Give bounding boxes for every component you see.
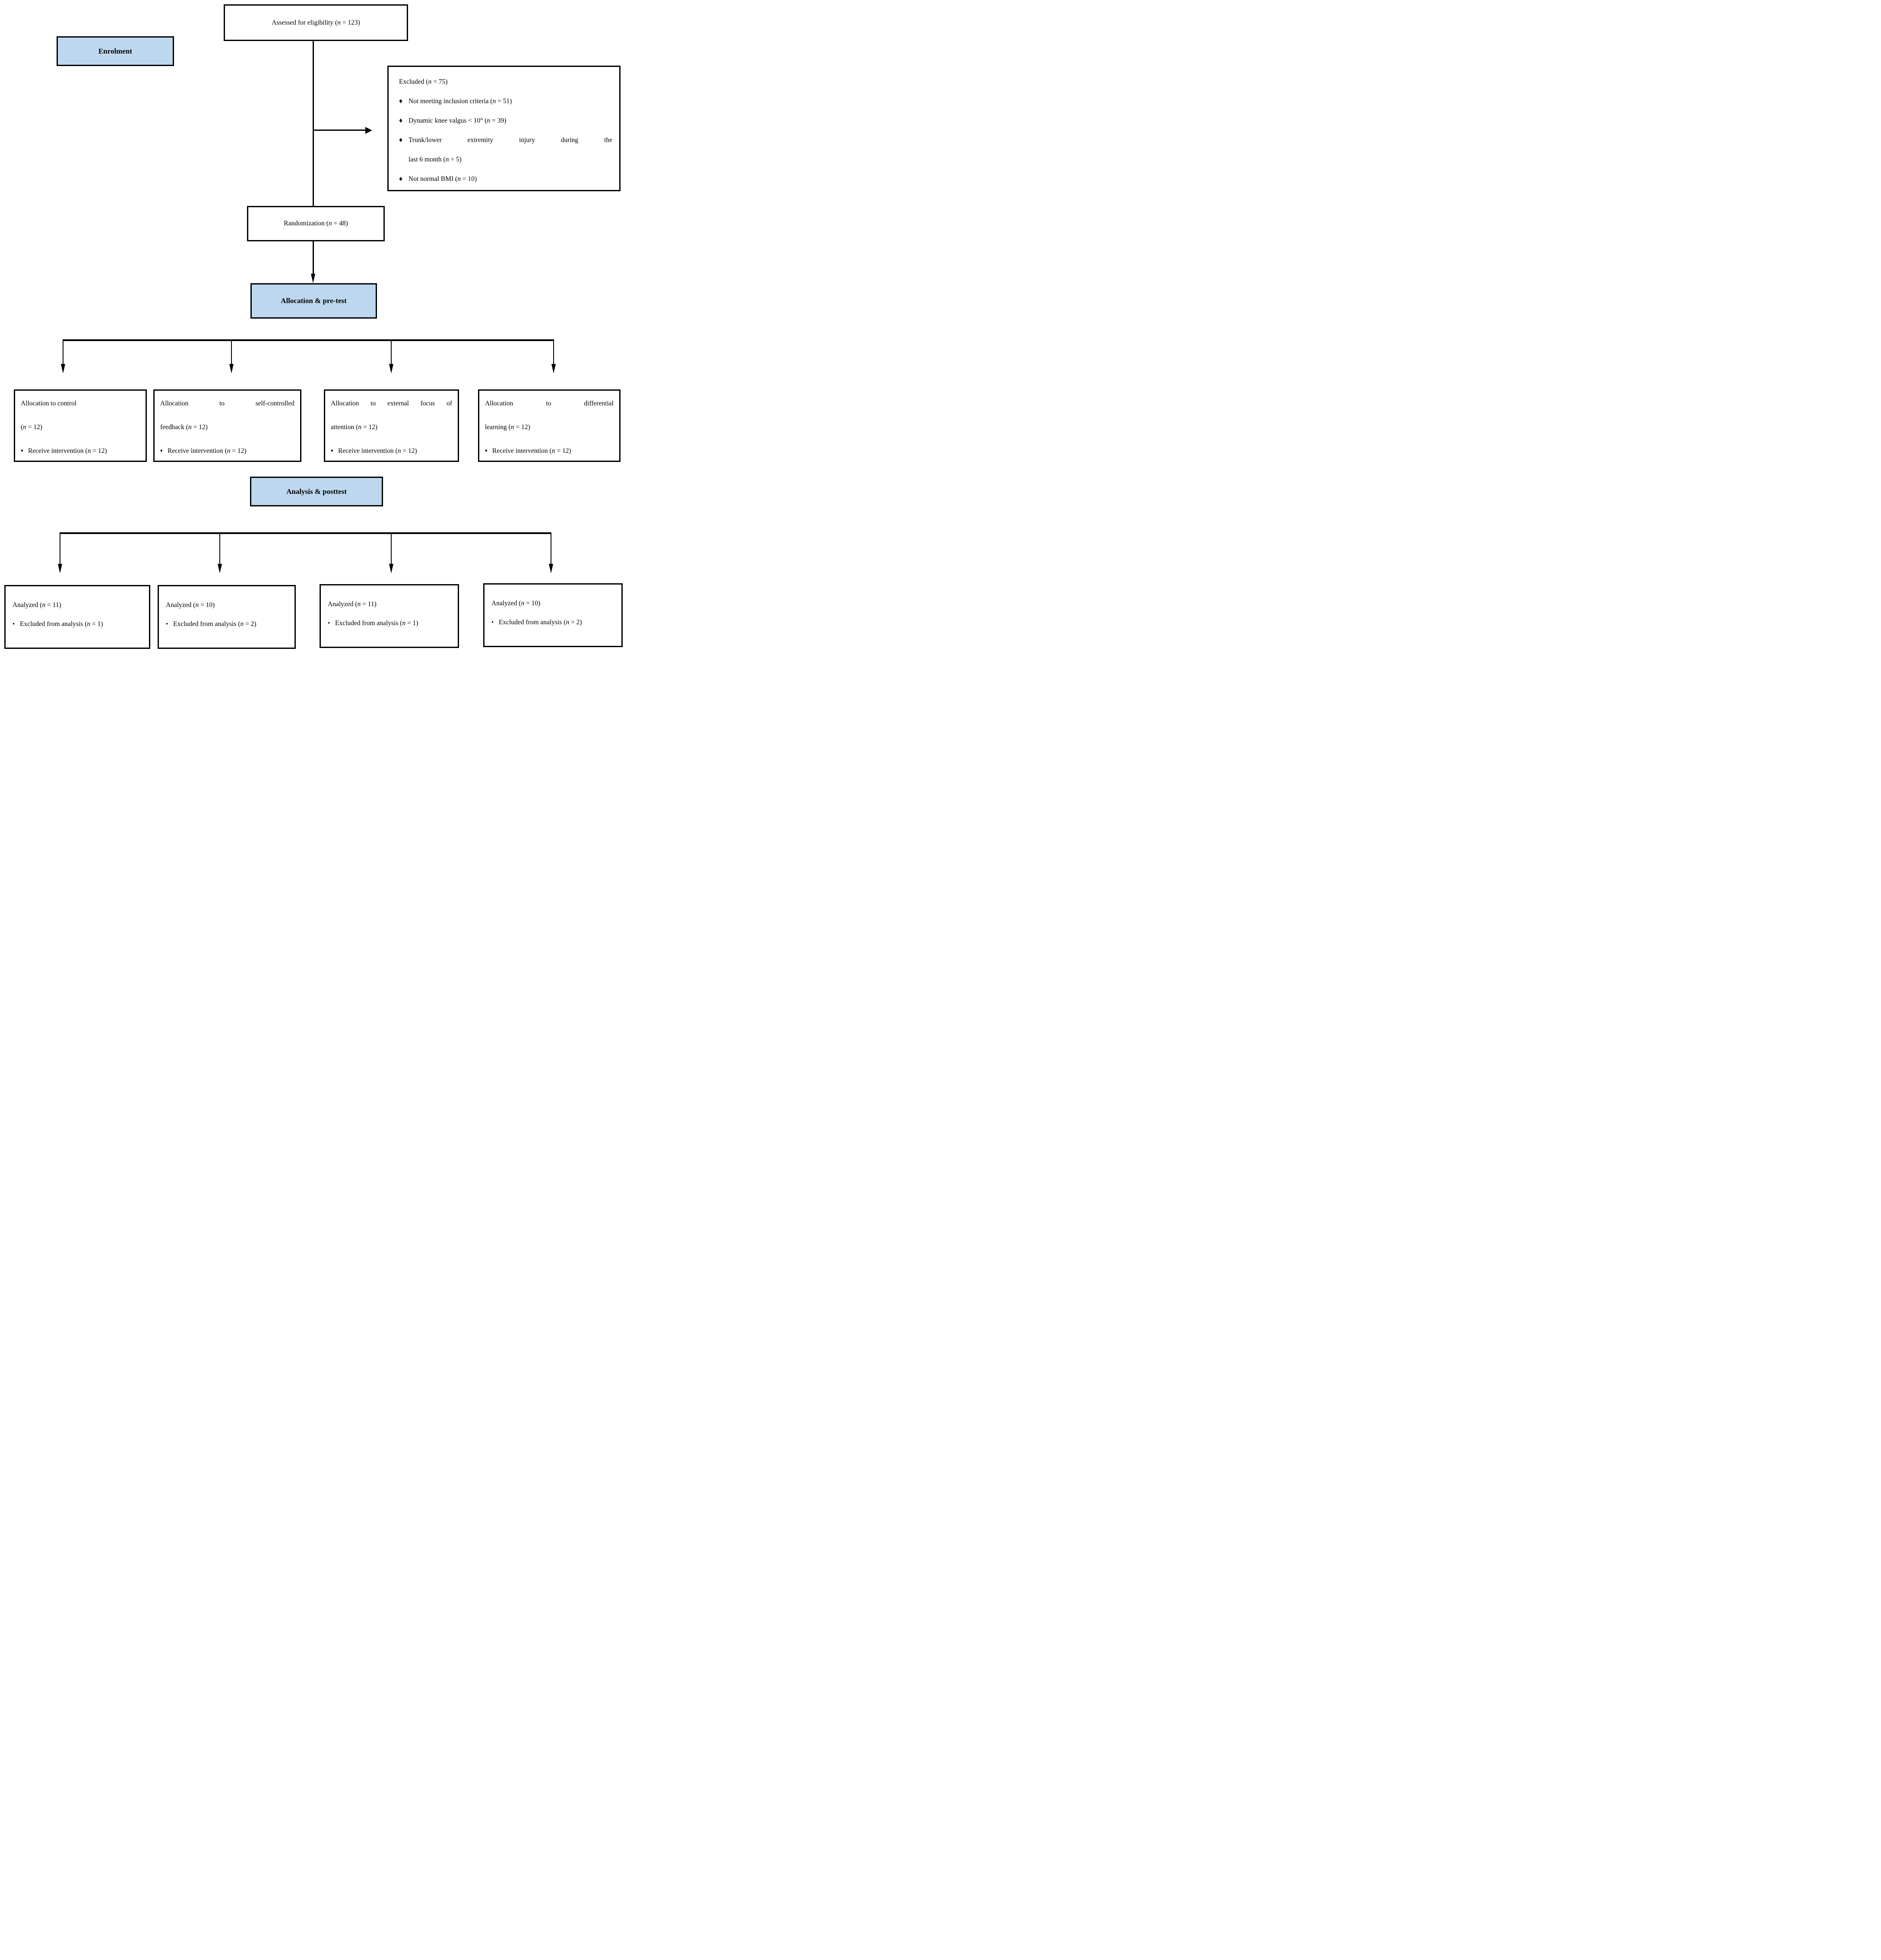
excluded-from-analysis-text: Excluded from analysis (n = 2) <box>499 619 582 626</box>
diamond-bullet-icon: ♦ <box>399 136 403 144</box>
randomization-text: Randomization (n = 48) <box>284 220 348 227</box>
arrow-down-icon <box>61 364 65 373</box>
arrow-down-icon <box>311 274 315 283</box>
excluded-item-text: Not meeting inclusion criteria (n = 51) <box>408 98 512 105</box>
connector-assessed-to-randomization <box>313 40 314 206</box>
excluded-item: ♦ Dynamic knee valgus < 10° (n = 39) <box>399 111 612 130</box>
allocation-header-box: Allocation & pre-test <box>250 283 377 319</box>
excluded-item: ♦ Not meeting inclusion criteria (n = 51… <box>399 92 612 111</box>
excluded-item: ♦ Not normal BMI (n = 10) <box>399 169 612 189</box>
allocation-intervention-text: Receive intervention (n = 12) <box>338 447 417 455</box>
allocation-line: Allocation to control <box>21 400 77 407</box>
excluded-title: Excluded (n = 75) <box>399 78 448 85</box>
arrow-down-icon <box>58 564 62 573</box>
analyzed-text: Analyzed (n = 10) <box>166 601 215 609</box>
analyzed-box-self-controlled-feedback: Analyzed (n = 10) • Excluded from analys… <box>158 585 296 649</box>
branch-drop-line <box>391 339 392 364</box>
allocation-intervention-text: Receive intervention (n = 12) <box>492 447 571 455</box>
arrow-down-icon <box>218 564 222 573</box>
assessed-text: Assessed for eligibility (n = 123) <box>272 19 360 26</box>
arrow-right-icon <box>365 127 372 134</box>
excluded-item-text-wrap: last 6 month (n = 5) <box>408 156 462 163</box>
arrow-down-icon <box>549 564 553 573</box>
diamond-bullet-icon: ♦ <box>331 448 333 453</box>
excluded-from-analysis-text: Excluded from analysis (n = 1) <box>335 620 418 627</box>
diamond-bullet-icon: ♦ <box>399 117 403 124</box>
diamond-bullet-icon: ♦ <box>399 175 403 183</box>
consort-flow-diagram: Assessed for eligibility (n = 123) Enrol… <box>0 0 627 653</box>
analyzed-text: Analyzed (n = 11) <box>328 601 377 608</box>
allocation-header-label: Allocation & pre-test <box>281 297 347 305</box>
branch-drop-line <box>231 339 232 364</box>
dot-bullet-icon: • <box>328 620 330 627</box>
excluded-item-text: Dynamic knee valgus < 10° (n = 39) <box>408 117 507 124</box>
analysis-branch-line <box>60 532 551 534</box>
allocation-line: learning (n = 12) <box>485 424 530 431</box>
allocation-box-self-controlled-feedback: Allocation to self-controlled feedback (… <box>153 389 301 462</box>
dot-bullet-icon: • <box>13 621 15 628</box>
enrolment-label: Enrolment <box>98 47 133 55</box>
allocation-intervention-text: Receive intervention (n = 12) <box>168 447 247 455</box>
enrolment-box: Enrolment <box>57 36 174 66</box>
excluded-item: ♦ Trunk/lower extremity injury during th… <box>399 130 612 169</box>
branch-drop-line <box>553 339 554 364</box>
allocation-line: Allocation to self-controlled <box>160 400 294 407</box>
diamond-bullet-icon: ♦ <box>485 448 488 453</box>
allocation-line: feedback (n = 12) <box>160 424 208 431</box>
allocation-intervention-text: Receive intervention (n = 12) <box>28 447 107 455</box>
excluded-item-text: Not normal BMI (n = 10) <box>408 175 477 183</box>
excluded-item-text: Trunk/lower extremity injury during the <box>408 136 612 144</box>
allocation-line: (n = 12) <box>21 424 43 431</box>
branch-drop-line <box>391 532 392 564</box>
excluded-from-analysis-text: Excluded from analysis (n = 1) <box>20 620 103 628</box>
analyzed-box-control: Analyzed (n = 11) • Excluded from analys… <box>4 585 150 649</box>
arrow-down-icon <box>389 564 393 573</box>
diamond-bullet-icon: ♦ <box>399 98 403 105</box>
connector-to-excluded <box>313 130 365 131</box>
allocation-branch-line <box>63 339 554 341</box>
branch-drop-line <box>219 532 220 564</box>
analysis-header-label: Analysis & posttest <box>286 487 347 496</box>
connector-randomization-to-allocation <box>313 241 314 274</box>
analyzed-box-external-focus: Analyzed (n = 11) • Excluded from analys… <box>320 584 459 648</box>
allocation-box-control: Allocation to control (n = 12) ♦ Receive… <box>14 389 147 462</box>
allocation-box-external-focus: Allocation to external focus of attentio… <box>324 389 459 462</box>
allocation-line: Allocation to external focus of <box>331 400 452 407</box>
assessed-box: Assessed for eligibility (n = 123) <box>224 4 408 41</box>
analyzed-text: Analyzed (n = 10) <box>491 600 541 607</box>
dot-bullet-icon: • <box>491 619 494 626</box>
analyzed-box-differential-learning: Analyzed (n = 10) • Excluded from analys… <box>483 583 623 647</box>
arrow-down-icon <box>551 364 556 373</box>
analysis-header-box: Analysis & posttest <box>250 477 383 506</box>
arrow-down-icon <box>389 364 393 373</box>
allocation-line: attention (n = 12) <box>331 424 378 431</box>
allocation-line: Allocation to differential <box>485 400 614 407</box>
arrow-down-icon <box>229 364 234 373</box>
randomization-box: Randomization (n = 48) <box>247 206 385 241</box>
dot-bullet-icon: • <box>166 621 168 628</box>
excluded-from-analysis-text: Excluded from analysis (n = 2) <box>173 620 256 628</box>
analyzed-text: Analyzed (n = 11) <box>13 601 61 609</box>
diamond-bullet-icon: ♦ <box>21 448 23 453</box>
allocation-box-differential-learning: Allocation to differential learning (n =… <box>478 389 621 462</box>
diamond-bullet-icon: ♦ <box>160 448 163 453</box>
excluded-box: Excluded (n = 75) ♦ Not meeting inclusio… <box>387 66 621 191</box>
